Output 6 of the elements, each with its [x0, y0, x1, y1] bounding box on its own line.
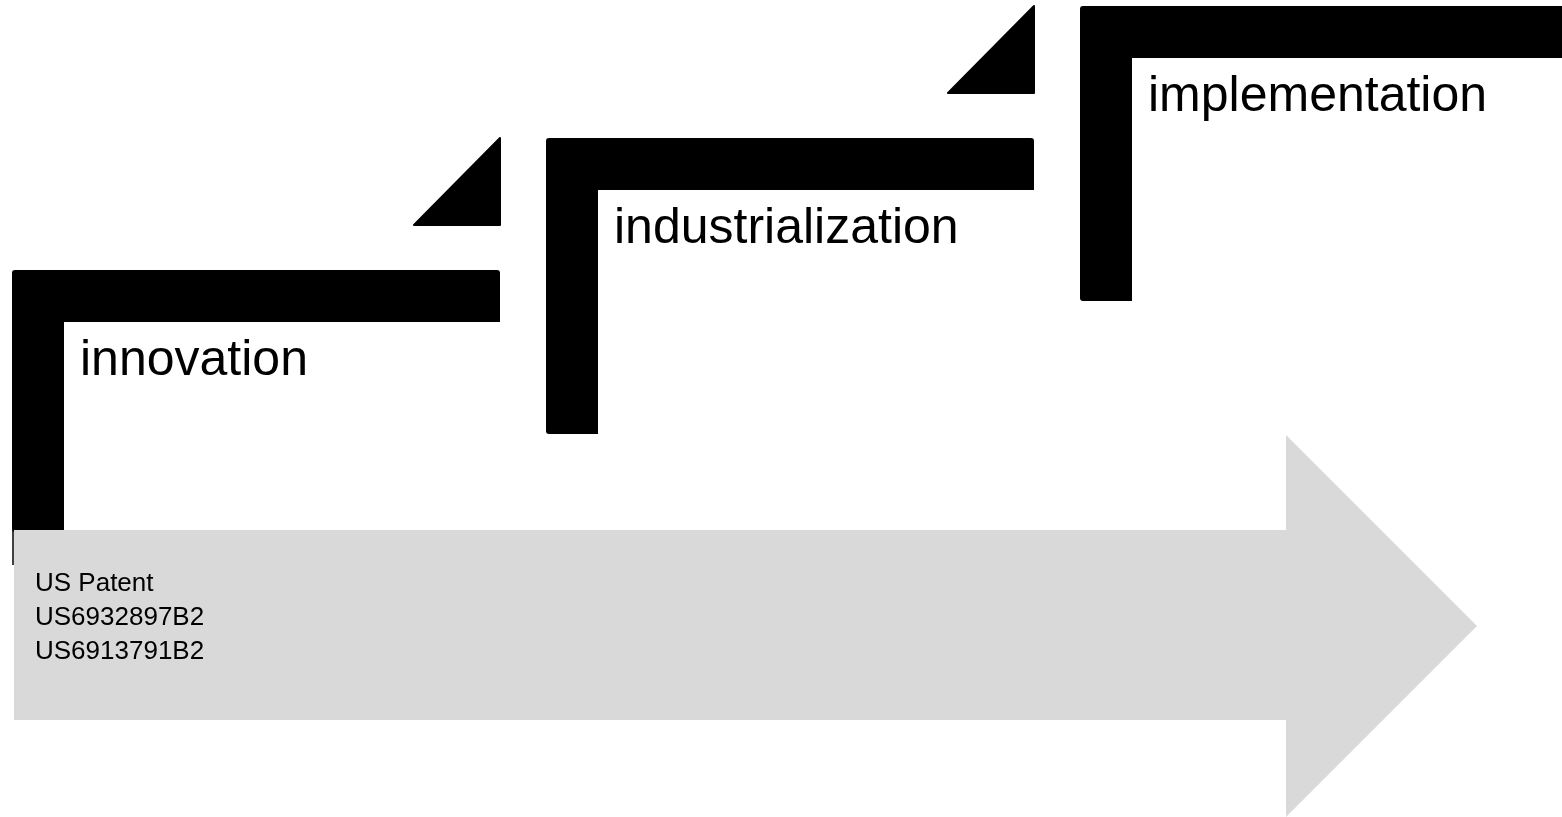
patent-note: US Patent US6932897B2 US6913791B2 [35, 566, 206, 667]
step-label: innovation [80, 329, 308, 388]
step-bracket [546, 138, 1034, 434]
step-label: implementation [1148, 65, 1488, 124]
step-label: industrialization [614, 197, 959, 256]
step-bracket [1080, 6, 1562, 301]
